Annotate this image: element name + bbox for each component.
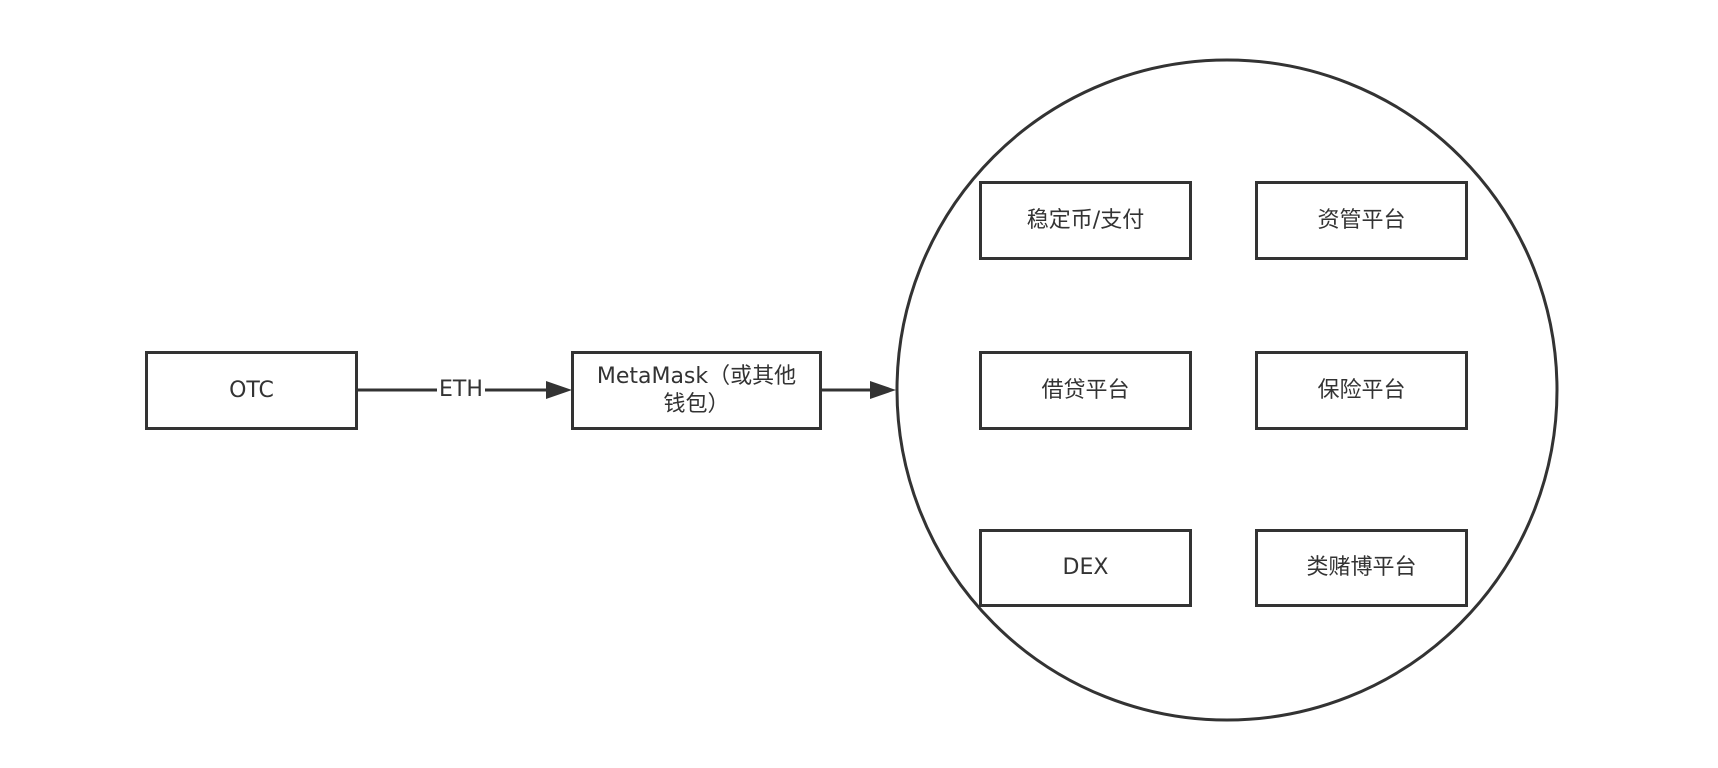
node-gambling[interactable]: 类赌博平台 (1255, 529, 1468, 607)
node-wallet-label: MetaMask（或其他钱包） (596, 363, 797, 417)
node-asset-management-label: 资管平台 (1317, 207, 1406, 233)
edge-label-eth: ETH (437, 377, 485, 403)
node-insurance-label: 保险平台 (1317, 377, 1406, 403)
defi-ecosystem-ellipse (895, 58, 1559, 722)
node-wallet[interactable]: MetaMask（或其他钱包） (571, 351, 822, 430)
node-insurance[interactable]: 保险平台 (1255, 351, 1468, 430)
arrowhead-otc-to-wallet (546, 381, 572, 399)
arrowhead-wallet-to-ecosystem (870, 381, 896, 399)
node-asset-management[interactable]: 资管平台 (1255, 181, 1468, 260)
node-dex-label: DEX (1062, 555, 1109, 580)
node-otc-label: OTC (229, 377, 274, 403)
node-lending-label: 借贷平台 (1041, 377, 1130, 403)
node-otc[interactable]: OTC (145, 351, 358, 430)
node-dex[interactable]: DEX (979, 529, 1192, 607)
node-gambling-label: 类赌博平台 (1306, 555, 1417, 580)
node-stablecoin-label: 稳定币/支付 (1026, 207, 1145, 233)
node-lending[interactable]: 借贷平台 (979, 351, 1192, 430)
node-stablecoin[interactable]: 稳定币/支付 (979, 181, 1192, 260)
